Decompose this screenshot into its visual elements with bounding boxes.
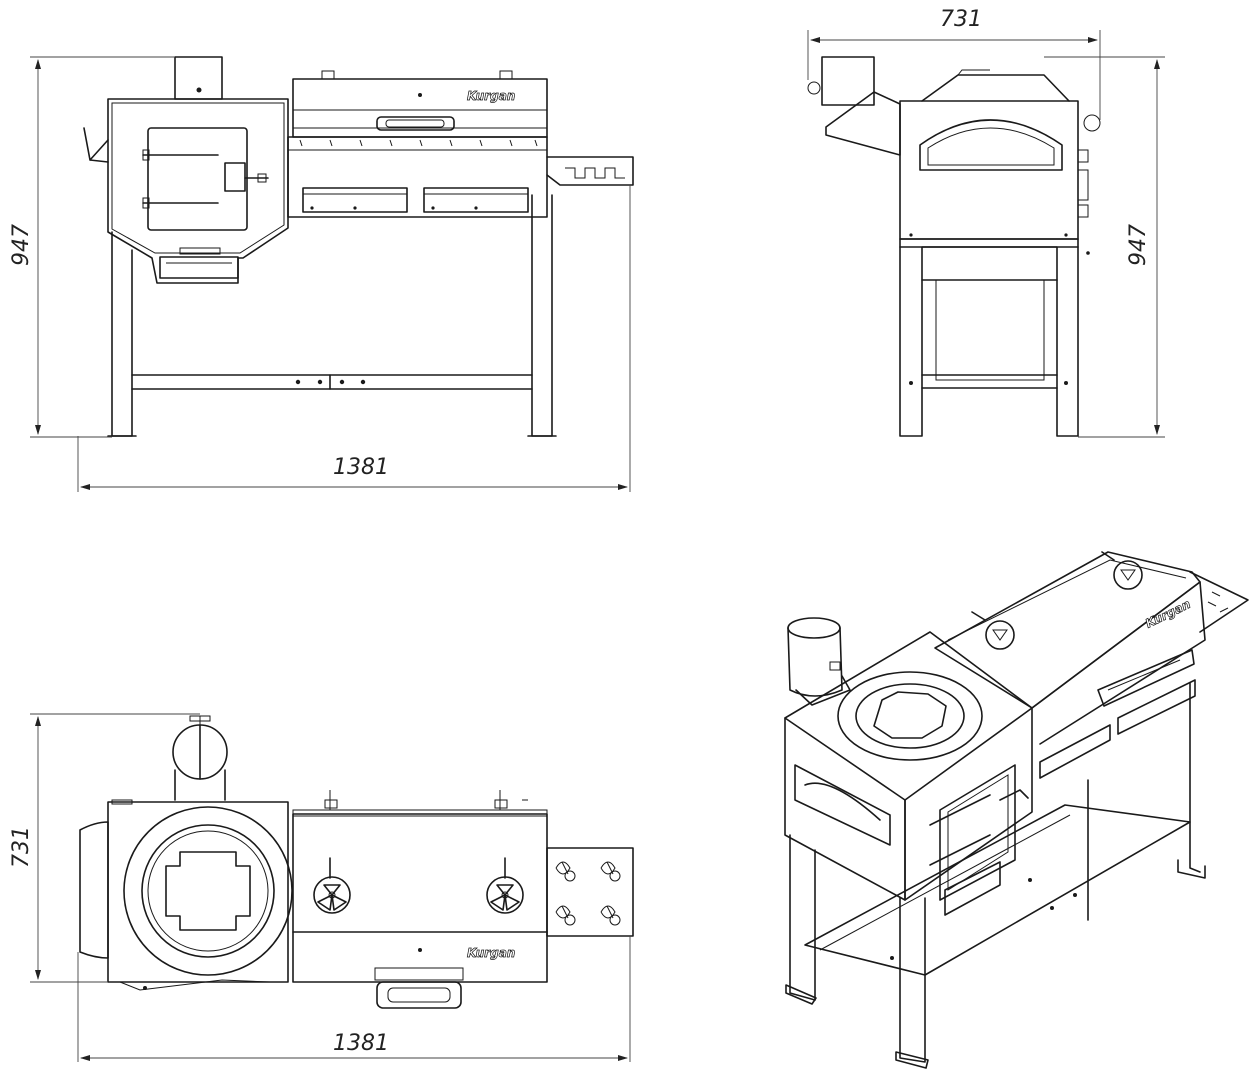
side-height-label: 947	[1126, 224, 1151, 266]
ornaments	[555, 861, 621, 926]
top-logo: Kurgan	[467, 946, 515, 960]
front-height-label: 947	[9, 224, 34, 266]
side-depth-label: 731	[940, 7, 982, 32]
top-depth-label: 731	[9, 826, 34, 868]
top-view: Kurgan 731 1381	[9, 713, 634, 1062]
top-vent-right	[486, 857, 524, 914]
top-width-label: 1381	[333, 1031, 389, 1056]
side-view: 731 947	[807, 7, 1165, 438]
front-logo: Kurgan	[467, 89, 515, 103]
top-vent-left	[313, 857, 351, 914]
front-width-label: 1381	[333, 455, 389, 480]
front-view: Kurgan 947 1381	[9, 56, 634, 492]
iso-logo: Kurgan	[1143, 597, 1193, 631]
isometric-view: Kurgan	[784, 551, 1249, 1069]
